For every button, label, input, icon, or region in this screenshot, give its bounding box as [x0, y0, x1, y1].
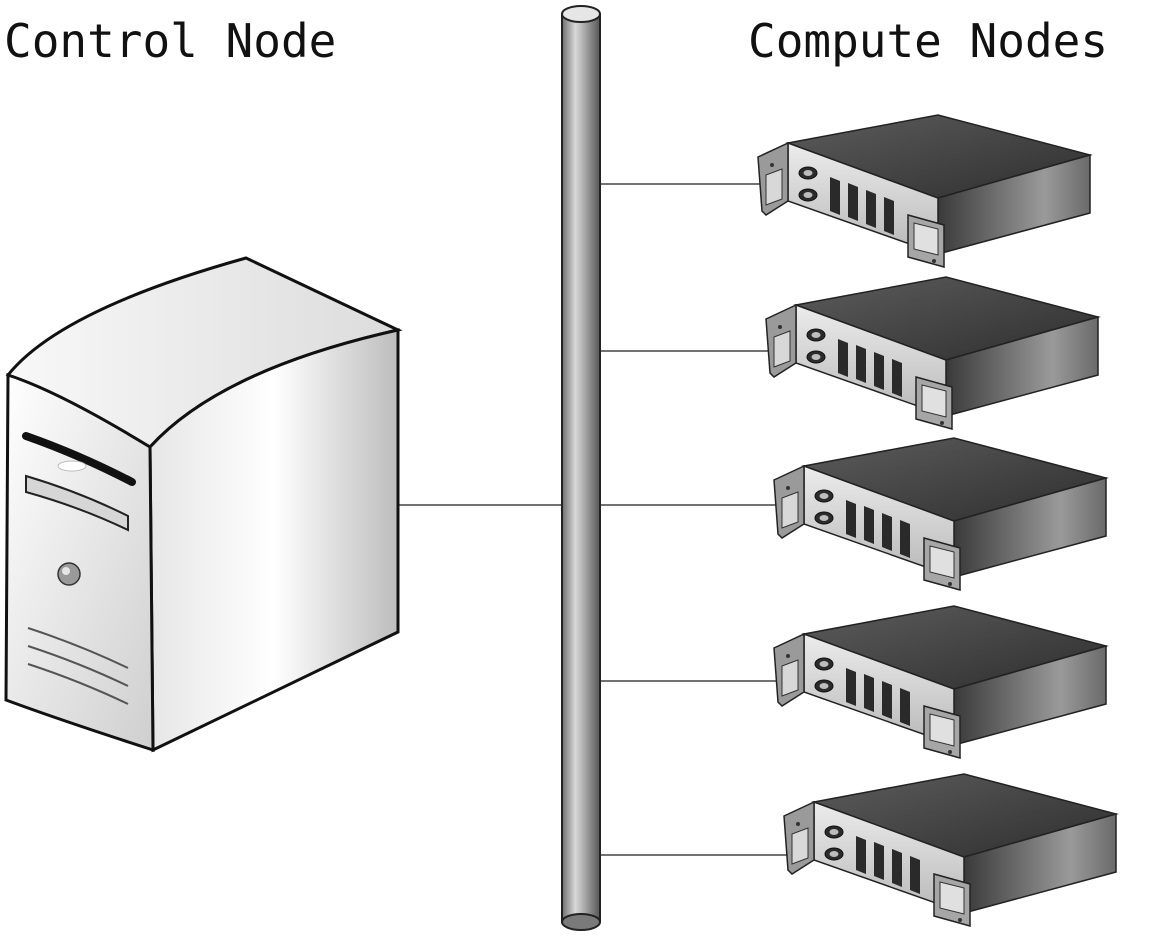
connection-lines	[398, 183, 788, 856]
rack-server-icon	[773, 437, 1107, 591]
rack-server-icon	[757, 114, 1091, 268]
rack-server-icon	[783, 773, 1117, 927]
tower-server-icon	[4, 256, 403, 753]
rack-server-icon	[765, 276, 1099, 430]
compute-nodes-label: Compute Nodes	[748, 14, 1109, 68]
control-node-label: Control Node	[4, 14, 337, 68]
rack-server-icon	[773, 605, 1107, 759]
network-backbone-pipe	[561, 5, 601, 931]
